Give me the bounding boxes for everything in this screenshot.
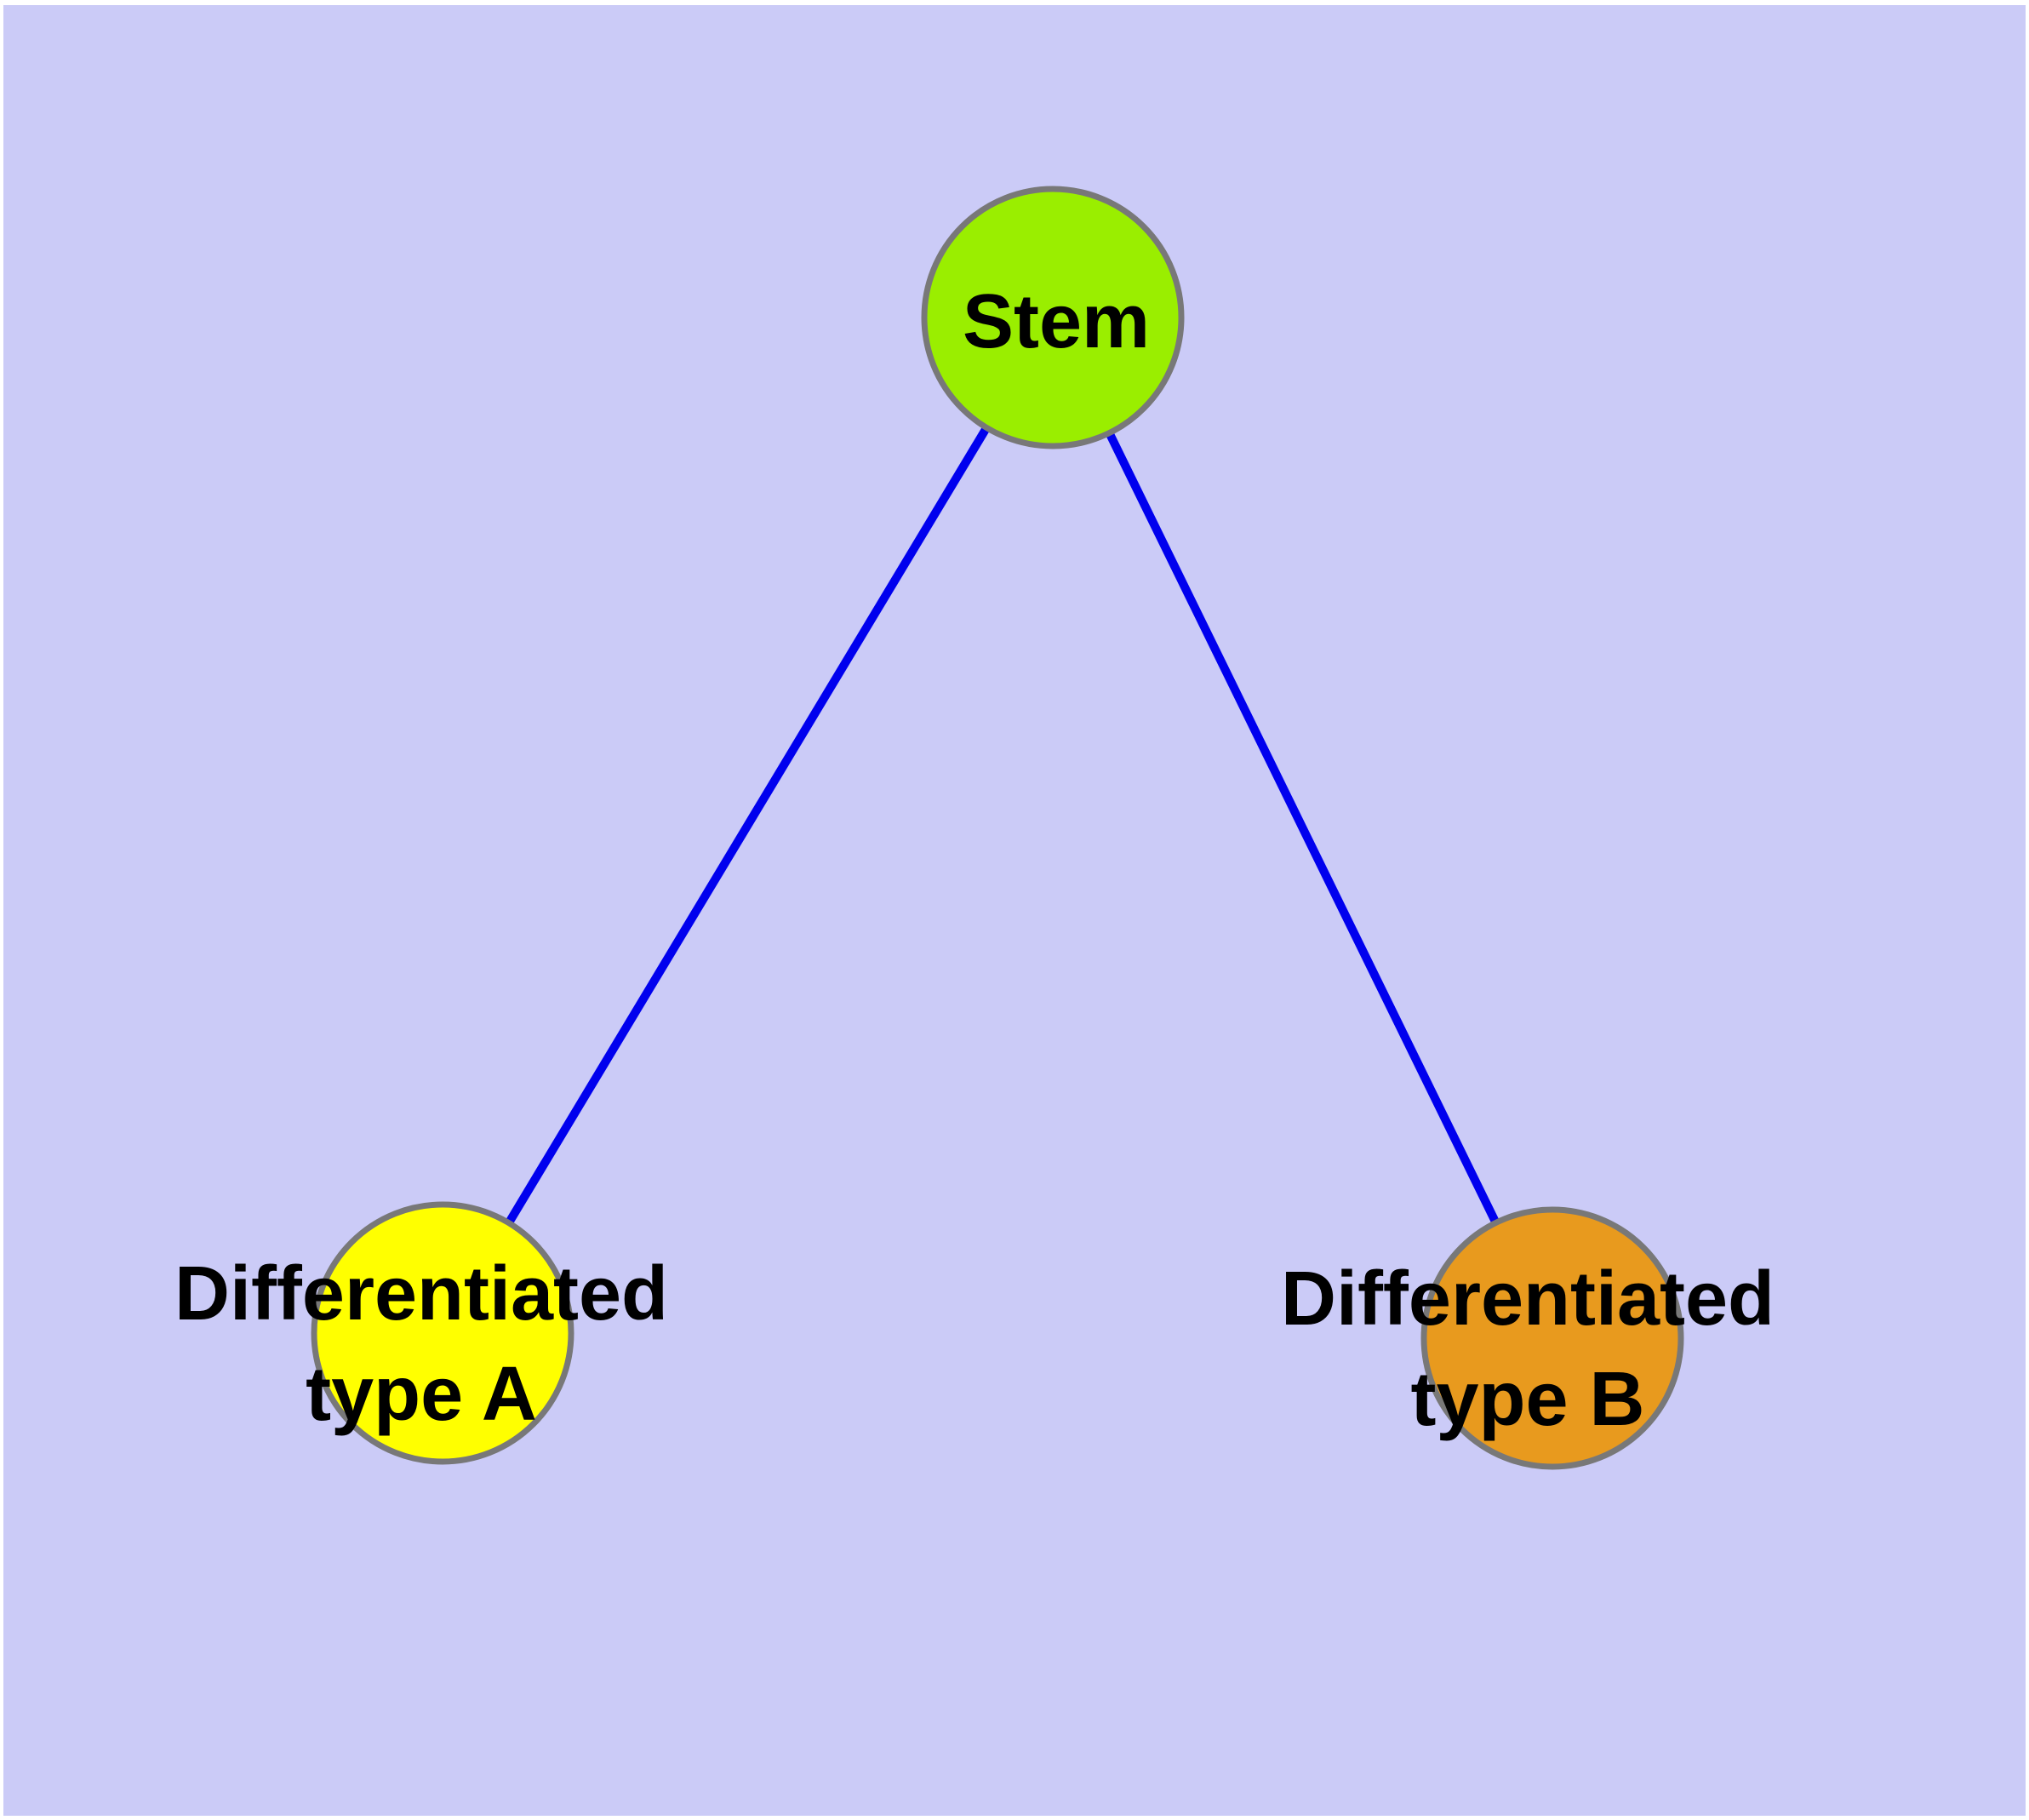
stem-node-circle xyxy=(921,186,1185,449)
edge-stem-to-type-b xyxy=(1049,315,1557,1341)
edge-stem-to-type-a xyxy=(438,315,1057,1336)
type-b-node-label-line1: Differentiated xyxy=(1281,1256,1775,1342)
type-a-node-label-line2: type A xyxy=(306,1352,537,1437)
type-a-node-label-line1: Differentiated xyxy=(174,1251,668,1336)
type-b-node-label-line2: type B xyxy=(1410,1357,1644,1442)
type-b-node-circle xyxy=(1420,1206,1684,1470)
type-a-node-circle xyxy=(311,1201,574,1465)
stem-node-label: Stem xyxy=(963,279,1150,364)
